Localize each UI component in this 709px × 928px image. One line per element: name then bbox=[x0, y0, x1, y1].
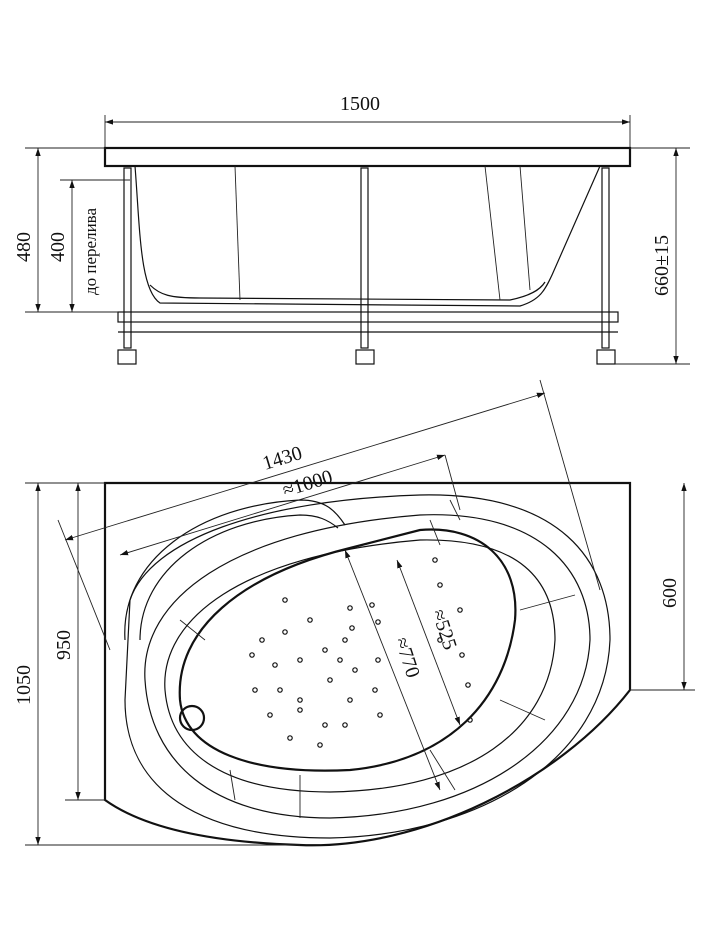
air-jet-icon bbox=[322, 722, 328, 728]
air-jet-icon bbox=[372, 687, 378, 693]
overflow-height-label: 400 bbox=[47, 232, 69, 262]
basin-width-label: ≈525 bbox=[427, 607, 461, 653]
air-jet-icon bbox=[377, 712, 383, 718]
air-jet-icon bbox=[337, 657, 343, 663]
height-total-label: 480 bbox=[13, 232, 35, 262]
air-jet-icon bbox=[282, 629, 288, 635]
air-jet-icon bbox=[282, 597, 288, 603]
drain-icon bbox=[178, 704, 206, 732]
air-jet-icon bbox=[322, 647, 328, 653]
air-jet-icon bbox=[347, 697, 353, 703]
air-jet-icon bbox=[317, 742, 323, 748]
tub-outline bbox=[103, 481, 632, 847]
overflow-caption: до перелива bbox=[81, 208, 100, 295]
air-jet-icon bbox=[297, 657, 303, 663]
air-jet-icon bbox=[375, 619, 381, 625]
basin-length-label: ≈770 bbox=[390, 635, 424, 681]
air-jet-icon bbox=[342, 637, 348, 643]
leg-height-label: 660±15 bbox=[651, 235, 673, 296]
depth-total-label: 1050 bbox=[13, 665, 35, 705]
width-label: 1500 bbox=[340, 93, 380, 115]
top-view: 1050 950 600 1430 ≈1000 ≈770 ≈525 bbox=[13, 379, 695, 847]
legs bbox=[117, 167, 616, 365]
air-jet-icon bbox=[277, 687, 283, 693]
depth-inner-label: 950 bbox=[53, 630, 75, 660]
air-jet-icon bbox=[252, 687, 258, 693]
right-side-label: 600 bbox=[659, 578, 681, 608]
air-jet-icon bbox=[272, 662, 278, 668]
air-jet-icon bbox=[467, 717, 473, 723]
air-jet-icon bbox=[465, 682, 471, 688]
air-jet-icon bbox=[375, 657, 381, 663]
air-jet-icon bbox=[432, 557, 438, 563]
air-jet-icon bbox=[369, 602, 375, 608]
air-jet-icon bbox=[349, 625, 355, 631]
side-view: 1500 480 400 до перелива 660±15 bbox=[13, 93, 690, 365]
air-jet-icon bbox=[342, 722, 348, 728]
tub-rim bbox=[103, 146, 632, 168]
air-jets bbox=[249, 557, 473, 748]
air-jet-icon bbox=[259, 637, 265, 643]
air-jet-icon bbox=[287, 735, 293, 741]
air-jet-icon bbox=[267, 712, 273, 718]
air-jet-icon bbox=[249, 652, 255, 658]
air-jet-icon bbox=[297, 707, 303, 713]
diagonal-label: 1430 bbox=[260, 442, 305, 475]
tub-basin-outer bbox=[134, 165, 601, 307]
air-jet-icon bbox=[297, 697, 303, 703]
air-jet-icon bbox=[352, 667, 358, 673]
air-jet-icon bbox=[459, 652, 465, 658]
air-jet-icon bbox=[347, 605, 353, 611]
air-jet-icon bbox=[457, 607, 463, 613]
air-jet-icon bbox=[437, 582, 443, 588]
air-jet-icon bbox=[327, 677, 333, 683]
basin bbox=[178, 528, 517, 772]
air-jet-icon bbox=[307, 617, 313, 623]
